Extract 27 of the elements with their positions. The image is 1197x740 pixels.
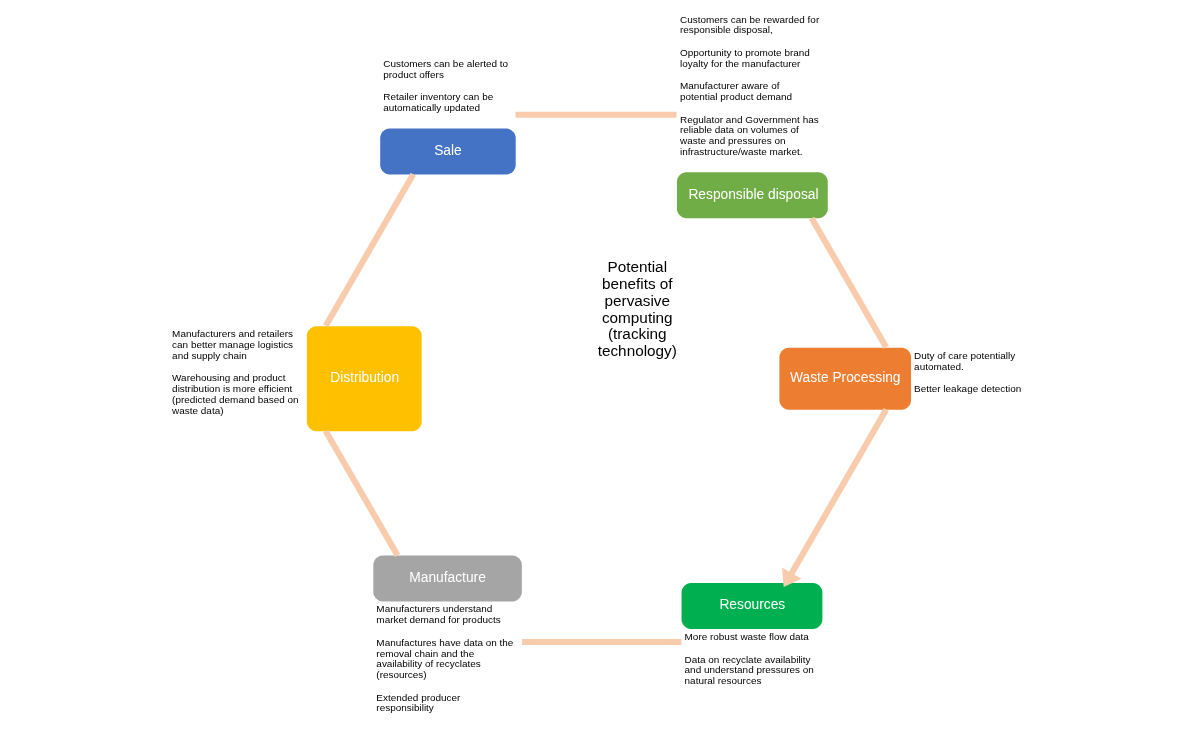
- node-label: Retailer inventory can be automatically updated: [382, 91, 493, 113]
- node-box: Waste Processing: [778, 347, 911, 410]
- arrow: [781, 407, 889, 588]
- node-label: Regulator and Government has reliable data on volumes of waste and pressures on infrastructure/waste market.: [679, 113, 819, 157]
- label: Potential benefits of pervasive computing (tracking technology): [597, 258, 677, 360]
- node-label: Opportunity to promote brand loyalty for the manufacturer: [679, 46, 810, 69]
- connector: [322, 429, 400, 557]
- node-label: Manufacturer aware of potential product demand: [679, 80, 792, 102]
- node-label: Customers can be alerted to product offers: [382, 57, 508, 80]
- node-label: Better leakage detection: [913, 383, 1021, 395]
- node-label: Customers can be rewarded for responsible disposal,: [679, 13, 819, 36]
- connector: [322, 172, 416, 328]
- node-box: Distribution: [306, 326, 422, 432]
- node-box: Manufacture: [372, 555, 522, 602]
- node-box: Sale: [379, 128, 516, 175]
- node-label: Data on recyclate availability and understand pressures on natural resources: [684, 653, 814, 687]
- node-box: Responsible disposal: [676, 172, 828, 219]
- node-label: Extended producer responsibility: [375, 691, 460, 714]
- node-label: Manufacturers and retailers can better manage logistics and supply chain: [171, 328, 293, 361]
- connector: [808, 216, 889, 349]
- node-label: Warehousing and product distribution is more efficient (predicted demand based on waste data): [171, 372, 299, 416]
- connector: [521, 638, 681, 646]
- node-label: More robust waste flow data: [684, 631, 809, 643]
- node-label: Manufacturers understand market demand for products: [375, 603, 501, 626]
- node-box: Resources: [681, 583, 822, 629]
- node-label: Duty of care potentially automated.: [913, 349, 1015, 372]
- node-label: Manufactures have data on the removal chain and the availability of recyclates (resources): [375, 636, 513, 681]
